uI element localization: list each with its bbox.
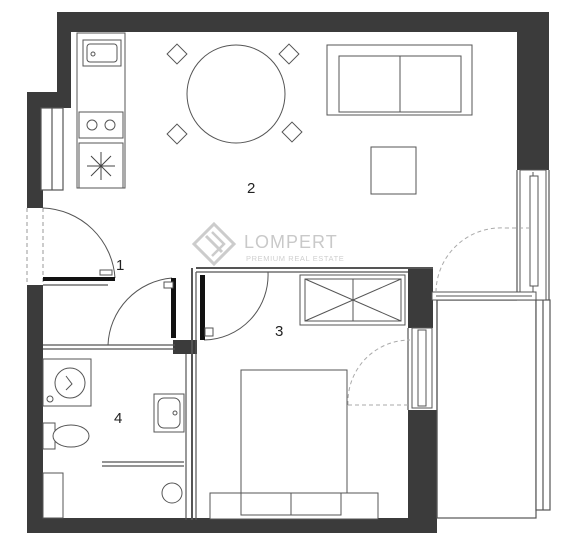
dining-table — [166, 43, 303, 145]
bathroom-fixtures — [42, 358, 185, 519]
interior-walls — [40, 107, 551, 520]
room-number-2: 2 — [247, 180, 255, 197]
chair-icon — [278, 43, 300, 65]
room-number-4: 4 — [114, 410, 122, 427]
hob-icon — [78, 111, 124, 139]
wardrobe — [299, 274, 406, 326]
chair-icon — [166, 43, 188, 65]
left-opening — [26, 208, 44, 285]
sofa — [326, 44, 473, 116]
kitchen-counter — [76, 32, 126, 189]
drain-icon — [161, 482, 183, 504]
bed — [209, 369, 379, 520]
room-number-3: 3 — [275, 323, 283, 340]
windows — [411, 169, 547, 409]
watermark-brand: LOMPERT — [244, 232, 338, 252]
watermark-tagline: PREMIUM REAL ESTATE — [246, 254, 344, 263]
chair-icon — [281, 121, 303, 143]
watermark-logo: LOMPERT PREMIUM REAL ESTATE — [191, 221, 344, 267]
walls — [27, 12, 549, 533]
doors — [42, 207, 533, 406]
coffee-table — [370, 146, 417, 195]
chair-icon — [166, 123, 188, 145]
room-number-1: 1 — [116, 257, 124, 274]
